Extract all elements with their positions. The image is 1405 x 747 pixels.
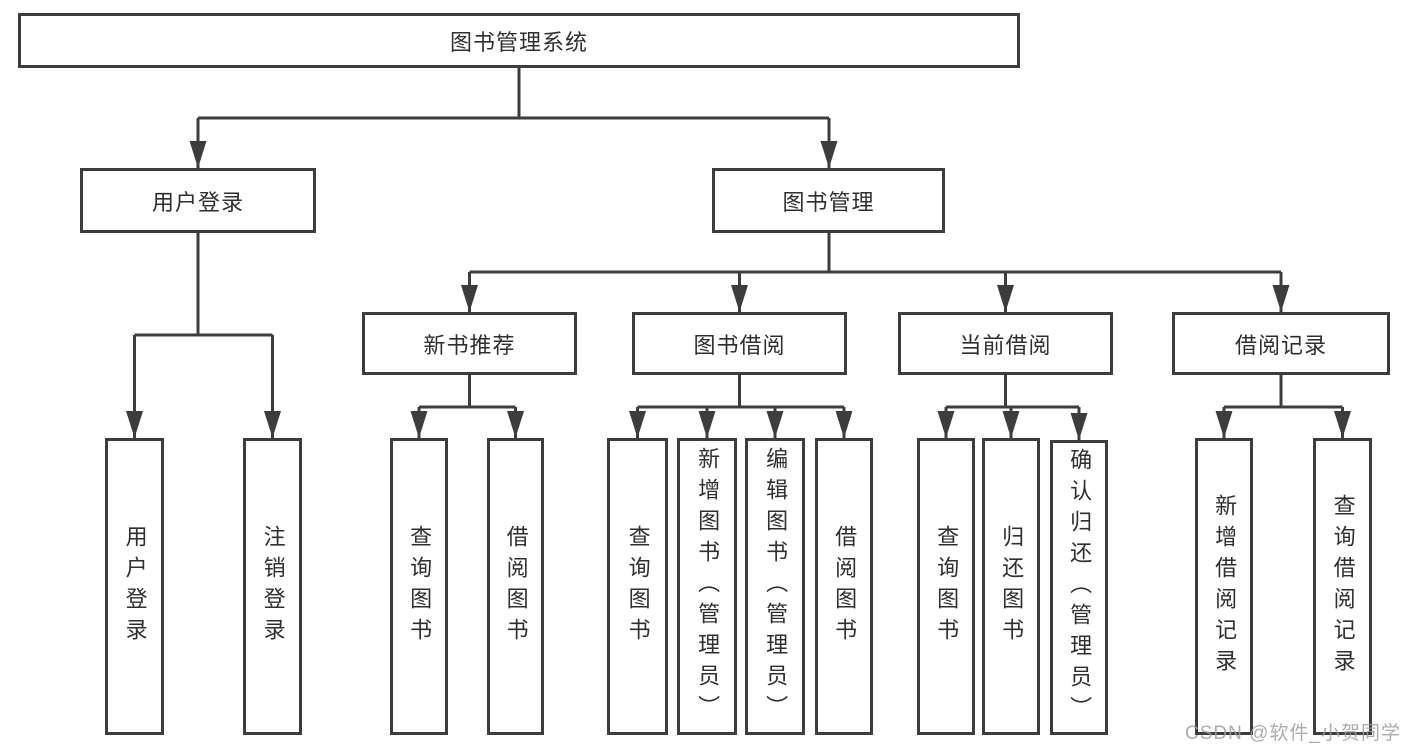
node-label: 借阅图书 <box>832 524 858 649</box>
leaf-nbr-query-books: 查询图书 <box>390 438 448 735</box>
node-label: 确认归还（管理员） <box>1067 448 1093 727</box>
leaf-bb-add-books-admin: 新增图书（管理员） <box>677 438 737 735</box>
node-book-mgmt: 图书管理 <box>712 168 945 233</box>
node-label: 借阅记录 <box>1234 332 1327 358</box>
node-book-borrow: 图书借阅 <box>632 312 847 375</box>
node-label: 查询图书 <box>934 524 960 649</box>
leaf-cb-return-books: 归还图书 <box>982 438 1040 735</box>
node-label: 编辑图书（管理员） <box>763 447 789 726</box>
leaf-nbr-borrow-books: 借阅图书 <box>487 438 544 735</box>
connector-current-borrow-children <box>946 375 1079 409</box>
leaf-br-query-record: 查询借阅记录 <box>1313 438 1372 735</box>
connector-borrow-records-children <box>1224 375 1343 409</box>
node-label: 查询图书 <box>407 524 433 649</box>
node-label: 借阅图书 <box>503 524 529 649</box>
node-label: 当前借阅 <box>959 332 1052 358</box>
node-label: 新增借阅记录 <box>1212 493 1238 680</box>
node-label: 图书管理 <box>782 189 875 215</box>
node-label: 归还图书 <box>999 524 1025 649</box>
node-root-library-system: 图书管理系统 <box>18 13 1020 68</box>
node-label: 新书推荐 <box>423 332 516 358</box>
connector-user-login-children <box>134 233 273 337</box>
node-label: 新增图书（管理员） <box>695 447 721 726</box>
leaf-cb-query-books: 查询图书 <box>917 438 975 735</box>
node-current-borrow: 当前借阅 <box>898 312 1113 375</box>
node-label: 查询借阅记录 <box>1330 493 1356 680</box>
node-label: 用户登录 <box>122 524 148 649</box>
connector-root-to-level2 <box>198 68 829 120</box>
csdn-watermark: CSDN @软件_小贺同学 <box>1185 723 1401 744</box>
node-borrow-records: 借阅记录 <box>1172 312 1390 375</box>
node-label: 用户登录 <box>151 189 244 215</box>
node-label: 图书借阅 <box>693 332 786 358</box>
node-label: 图书管理系统 <box>449 29 588 55</box>
connector-book-borrow-children <box>637 375 844 409</box>
leaf-cb-confirm-return-admin: 确认归还（管理员） <box>1050 440 1108 735</box>
node-new-book-rec: 新书推荐 <box>362 312 577 375</box>
leaf-bb-borrow-books: 借阅图书 <box>815 438 873 735</box>
leaf-bb-query-books: 查询图书 <box>607 438 668 735</box>
node-user-login: 用户登录 <box>80 168 316 233</box>
node-label: 注销登录 <box>260 524 286 649</box>
connector-book-mgmt-children <box>469 233 1281 274</box>
node-label: 查询图书 <box>625 524 651 649</box>
leaf-user-login: 用户登录 <box>105 438 164 735</box>
leaf-br-add-record: 新增借阅记录 <box>1195 438 1253 735</box>
leaf-bb-edit-books-admin: 编辑图书（管理员） <box>745 438 805 735</box>
connector-new-book-rec-children <box>419 375 516 409</box>
leaf-logout: 注销登录 <box>243 438 302 735</box>
